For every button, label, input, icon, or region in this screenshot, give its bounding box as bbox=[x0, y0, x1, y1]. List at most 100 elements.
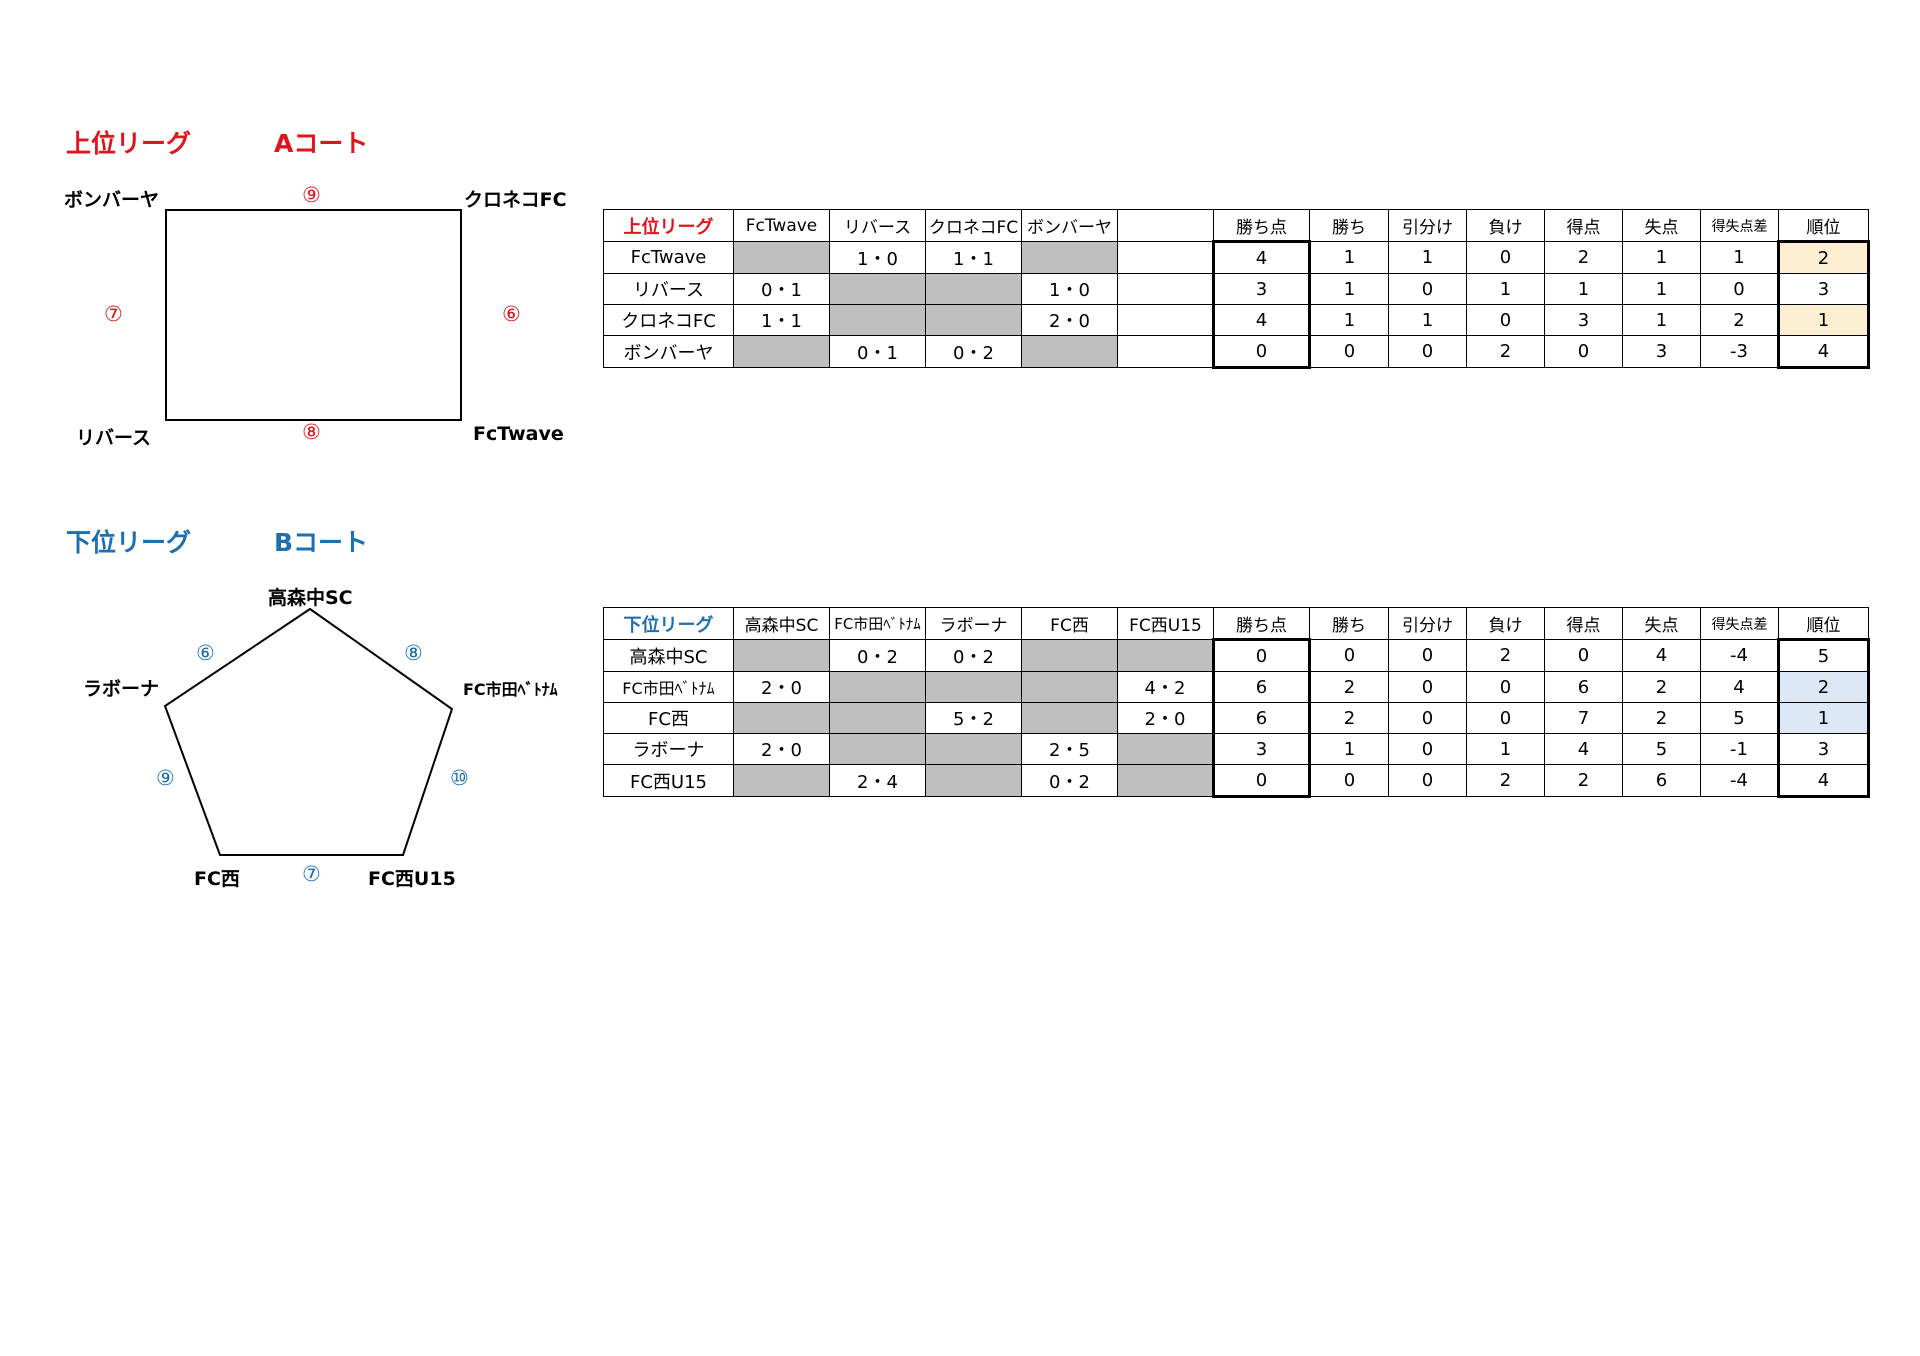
stat-cell: 0 bbox=[1544, 335, 1623, 368]
stat-cell: 4 bbox=[1544, 733, 1623, 765]
stat-cell: 0 bbox=[1466, 304, 1545, 336]
result-cell bbox=[1021, 702, 1118, 734]
stat-cell: 1 bbox=[1466, 273, 1545, 305]
stat-cell: 0 bbox=[1388, 671, 1467, 703]
result-cell bbox=[1021, 335, 1118, 368]
opponent-header: FC市田ﾍﾞﾄﾅﾑ bbox=[829, 607, 926, 640]
stat-cell: 0 bbox=[1309, 764, 1389, 797]
match-number-right: ⑩ bbox=[450, 766, 469, 790]
table-row: FC西 5・2 2・0 6 2 0 0 7 2 5 1 bbox=[603, 702, 1870, 734]
result-cell: 0・1 bbox=[733, 273, 830, 305]
stat-cell: 1 bbox=[1309, 304, 1389, 336]
stat-header: 順位 bbox=[1778, 209, 1869, 242]
lower-league-table: 下位リーグ 高森中SC FC市田ﾍﾞﾄﾅﾑ ラボーナ FC西 FC西U15 勝ち… bbox=[603, 607, 1870, 798]
result-cell bbox=[1021, 241, 1118, 274]
stat-cell: 6 bbox=[1622, 764, 1701, 797]
result-cell bbox=[829, 671, 926, 703]
stat-cell: 2 bbox=[1466, 335, 1545, 368]
result-cell bbox=[1021, 639, 1118, 672]
opponent-header: FC西U15 bbox=[1117, 607, 1214, 640]
result-cell: 2・0 bbox=[1117, 702, 1214, 734]
rank-cell: 4 bbox=[1777, 335, 1870, 369]
stat-cell: 0 bbox=[1388, 733, 1467, 765]
rank-cell: 2 bbox=[1777, 671, 1870, 703]
rank-cell: 1 bbox=[1777, 702, 1870, 734]
lower-court-pentagon bbox=[163, 607, 454, 856]
result-cell bbox=[829, 304, 926, 336]
result-cell bbox=[733, 335, 830, 368]
points-cell: 6 bbox=[1212, 702, 1311, 734]
table-row: FcTwave 1・0 1・1 4 1 1 0 2 1 1 2 bbox=[603, 240, 1870, 274]
stat-cell: 5 bbox=[1622, 733, 1701, 765]
result-cell: 2・4 bbox=[829, 764, 926, 797]
stat-cell: 2 bbox=[1700, 304, 1779, 336]
stat-cell: 6 bbox=[1544, 671, 1623, 703]
result-cell: 0・2 bbox=[1021, 764, 1118, 797]
stat-cell: 0 bbox=[1309, 335, 1389, 368]
stat-cell: -1 bbox=[1700, 733, 1779, 765]
row-team-name: ラボーナ bbox=[603, 733, 734, 765]
stat-cell: -4 bbox=[1700, 639, 1779, 672]
result-cell bbox=[829, 702, 926, 734]
result-cell bbox=[1021, 671, 1118, 703]
match-number-bottom: ⑦ bbox=[302, 862, 321, 886]
stat-cell: 3 bbox=[1622, 335, 1701, 368]
stat-cell: 1 bbox=[1309, 733, 1389, 765]
result-cell: 0・2 bbox=[925, 335, 1022, 368]
opponent-header: FC西 bbox=[1021, 607, 1118, 640]
stat-cell: 1 bbox=[1309, 273, 1389, 305]
stat-cell: 0 bbox=[1388, 764, 1467, 797]
stat-cell: 0 bbox=[1388, 639, 1467, 672]
stat-header: 得失点差 bbox=[1700, 607, 1779, 640]
stat-cell: -3 bbox=[1700, 335, 1779, 368]
lower-court-label: Bコート bbox=[274, 528, 369, 557]
team-label-right: FC市田ﾍﾞﾄﾅﾑ bbox=[463, 680, 558, 699]
match-number-right: ⑥ bbox=[502, 302, 521, 326]
team-label-left: ラボーナ bbox=[83, 678, 160, 700]
result-cell bbox=[1117, 335, 1214, 368]
stat-cell: 0 bbox=[1466, 241, 1545, 274]
result-cell: 0・2 bbox=[829, 639, 926, 672]
stat-cell: 0 bbox=[1466, 671, 1545, 703]
stat-cell: 2 bbox=[1544, 764, 1623, 797]
result-cell bbox=[733, 241, 830, 274]
points-cell: 3 bbox=[1212, 273, 1311, 305]
table-row: 高森中SC 0・2 0・2 0 0 0 2 0 4 -4 5 bbox=[603, 638, 1870, 672]
row-team-name: FC西 bbox=[603, 702, 734, 734]
stat-cell: 2 bbox=[1309, 702, 1389, 734]
stat-cell: 1 bbox=[1700, 241, 1779, 274]
stat-header: 順位 bbox=[1778, 607, 1869, 640]
stat-header: 失点 bbox=[1622, 607, 1701, 640]
team-label-bottom-right: FC西U15 bbox=[368, 868, 456, 890]
stat-cell: 0 bbox=[1388, 273, 1467, 305]
points-cell: 4 bbox=[1212, 304, 1311, 336]
result-cell: 1・0 bbox=[829, 241, 926, 274]
stat-cell: 0 bbox=[1544, 639, 1623, 672]
points-cell: 3 bbox=[1212, 733, 1311, 765]
result-cell bbox=[925, 304, 1022, 336]
result-cell: 0・1 bbox=[829, 335, 926, 368]
stat-header: 勝ち点 bbox=[1213, 607, 1310, 640]
row-team-name: リバース bbox=[603, 273, 734, 305]
stat-cell: 2 bbox=[1309, 671, 1389, 703]
points-cell: 0 bbox=[1212, 764, 1311, 798]
stat-cell: 2 bbox=[1622, 702, 1701, 734]
result-cell bbox=[829, 273, 926, 305]
stat-header: 引分け bbox=[1388, 607, 1467, 640]
stat-cell: 1 bbox=[1622, 241, 1701, 274]
stat-cell: 2 bbox=[1544, 241, 1623, 274]
result-cell bbox=[925, 733, 1022, 765]
opponent-header: FcTwave bbox=[733, 209, 830, 242]
result-cell bbox=[1117, 273, 1214, 305]
rank-cell: 4 bbox=[1777, 764, 1870, 798]
result-cell: 2・0 bbox=[733, 671, 830, 703]
stat-cell: 1 bbox=[1309, 241, 1389, 274]
points-cell: 0 bbox=[1212, 638, 1311, 672]
match-number-left: ⑨ bbox=[156, 766, 175, 790]
stat-cell: 1 bbox=[1622, 273, 1701, 305]
table-header-row: 下位リーグ 高森中SC FC市田ﾍﾞﾄﾅﾑ ラボーナ FC西 FC西U15 勝ち… bbox=[603, 607, 1869, 640]
rank-cell: 1 bbox=[1777, 304, 1870, 336]
row-team-name: FC西U15 bbox=[603, 764, 734, 797]
stat-header: 引分け bbox=[1388, 209, 1467, 242]
result-cell: 0・2 bbox=[925, 639, 1022, 672]
